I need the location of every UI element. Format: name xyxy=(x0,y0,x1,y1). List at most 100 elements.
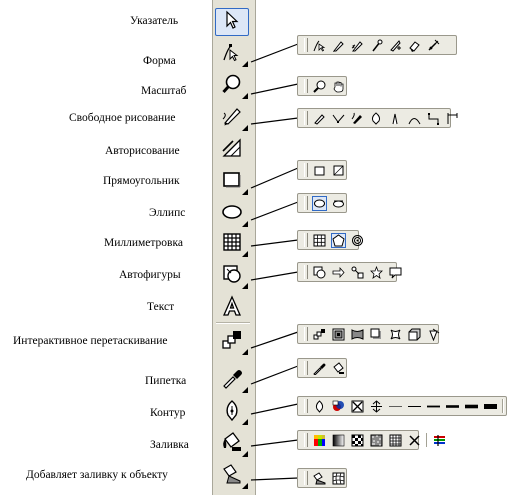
freehand-icon[interactable] xyxy=(312,111,327,126)
zoom-icon[interactable] xyxy=(312,79,327,94)
pointer-arrow-icon xyxy=(223,10,241,35)
eraser-icon[interactable] xyxy=(407,38,422,53)
artistic-media-icon[interactable] xyxy=(350,111,365,126)
flyout-outline xyxy=(297,396,507,416)
ellipse-icon[interactable] xyxy=(312,195,327,211)
interactive-fill-tool-button[interactable] xyxy=(215,462,249,490)
label-text-tool: Текст xyxy=(147,301,175,313)
paintbucket-icon[interactable] xyxy=(331,361,346,376)
ellipse-icon xyxy=(221,204,243,225)
polygon-icon[interactable] xyxy=(331,232,346,248)
arrow-shapes-icon[interactable] xyxy=(331,265,346,280)
pick-tool-button[interactable] xyxy=(215,8,249,36)
label-ellipse-tool: Эллипс xyxy=(149,207,186,219)
ellipse-tool-button[interactable] xyxy=(215,200,249,228)
outline-tool-button[interactable] xyxy=(215,398,249,426)
flyout-grip[interactable] xyxy=(304,327,308,341)
spiral-icon[interactable] xyxy=(350,233,365,248)
rectangle-icon[interactable] xyxy=(312,163,327,178)
flyout-grip[interactable] xyxy=(304,196,308,210)
interactive-connector-icon[interactable] xyxy=(426,111,441,126)
callout-shapes-icon[interactable] xyxy=(388,265,403,280)
virtual-segment-delete-icon[interactable] xyxy=(426,38,441,53)
interactive-blend-tool-button[interactable] xyxy=(215,328,249,356)
shape-node-icon[interactable] xyxy=(312,38,327,53)
smart-drawing-tool-button[interactable] xyxy=(215,136,249,164)
mesh-fill-icon[interactable] xyxy=(331,471,346,486)
freehand-tool-button[interactable] xyxy=(215,104,249,132)
eyedropper-icon[interactable] xyxy=(312,361,327,376)
outline-pen-icon[interactable] xyxy=(312,399,327,414)
rectangle-tool-button[interactable] xyxy=(215,168,249,196)
roughen-brush-icon[interactable] xyxy=(350,38,365,53)
outline-width-2-icon[interactable] xyxy=(407,399,422,414)
outline-width-6-icon[interactable] xyxy=(483,399,498,414)
text-tool-button[interactable] xyxy=(215,294,249,322)
three-point-rectangle-icon[interactable] xyxy=(331,163,346,178)
dimension-icon[interactable] xyxy=(445,111,460,126)
interactive-fill-icon[interactable] xyxy=(312,471,327,486)
outline-width-1-icon[interactable] xyxy=(388,399,403,414)
flyout-grip[interactable] xyxy=(304,399,308,413)
fountain-fill-icon[interactable] xyxy=(331,433,346,448)
label-freehand-tool: Свободное рисование xyxy=(69,112,176,124)
flyout-grip[interactable] xyxy=(304,361,308,375)
basic-shapes-icon[interactable] xyxy=(312,265,327,280)
flyout-arrow-icon xyxy=(242,419,248,425)
distortion-icon[interactable] xyxy=(350,327,365,342)
outline-color-icon[interactable] xyxy=(331,399,346,414)
texture-fill-icon[interactable] xyxy=(369,433,384,448)
flyout-shape xyxy=(297,35,457,55)
outline-width-4-icon[interactable] xyxy=(445,399,460,414)
flyout-grip[interactable] xyxy=(304,471,308,485)
flyout-grip[interactable] xyxy=(304,233,308,247)
flyout-grip[interactable] xyxy=(304,265,308,279)
graph-paper-icon[interactable] xyxy=(312,233,327,248)
envelope-icon[interactable] xyxy=(388,327,403,342)
contour-icon[interactable] xyxy=(331,327,346,342)
blend-icon[interactable] xyxy=(312,327,327,342)
shape-tool-button[interactable] xyxy=(215,40,249,68)
letter-a-icon xyxy=(221,294,243,322)
postscript-fill-icon[interactable] xyxy=(388,433,403,448)
polyline-icon[interactable] xyxy=(388,111,403,126)
hand-icon[interactable] xyxy=(331,79,346,94)
zoom-tool-button[interactable] xyxy=(215,72,249,100)
flyout-grip[interactable] xyxy=(304,38,308,52)
flyout-grip[interactable] xyxy=(304,79,308,93)
pen-icon[interactable] xyxy=(369,111,384,126)
color-docker-icon[interactable] xyxy=(432,433,447,448)
pattern-fill-icon[interactable] xyxy=(350,433,365,448)
three-point-ellipse-icon[interactable] xyxy=(331,196,346,211)
knife-icon[interactable] xyxy=(388,38,403,53)
outline-width-3-icon[interactable] xyxy=(426,399,441,414)
flyout-grip[interactable] xyxy=(304,433,308,447)
shape-node-icon xyxy=(221,42,243,67)
fill-color-icon[interactable] xyxy=(312,433,327,448)
pen-curve-icon xyxy=(221,105,243,132)
rectangle-icon xyxy=(222,171,242,194)
drop-shadow-icon[interactable] xyxy=(369,327,384,342)
outline-width-5-icon[interactable] xyxy=(464,399,479,414)
eyedropper-tool-button[interactable] xyxy=(215,366,249,394)
flowchart-shapes-icon[interactable] xyxy=(350,265,365,280)
graph-paper-tool-button[interactable] xyxy=(215,230,249,258)
free-transform-icon[interactable] xyxy=(369,38,384,53)
flyout-grip[interactable] xyxy=(304,163,308,177)
basic-shapes-tool-button[interactable] xyxy=(215,262,249,290)
smudge-brush-icon[interactable] xyxy=(331,38,346,53)
flyout-arrow-icon xyxy=(242,387,248,393)
flyout-grip[interactable] xyxy=(304,111,308,125)
extrude-icon[interactable] xyxy=(407,327,422,342)
no-outline-icon[interactable] xyxy=(350,399,365,414)
flyout-rectangle xyxy=(297,160,347,180)
transparency-icon[interactable] xyxy=(426,327,441,342)
flyout-interactive-fill xyxy=(297,468,347,488)
bezier-icon[interactable] xyxy=(331,111,346,126)
no-fill-icon[interactable] xyxy=(407,433,422,448)
flyout-arrow-icon xyxy=(242,349,248,355)
fill-tool-button[interactable] xyxy=(215,430,249,458)
hairline-outline-icon[interactable] xyxy=(369,399,384,414)
three-point-curve-icon[interactable] xyxy=(407,111,422,126)
star-shapes-icon[interactable] xyxy=(369,265,384,280)
